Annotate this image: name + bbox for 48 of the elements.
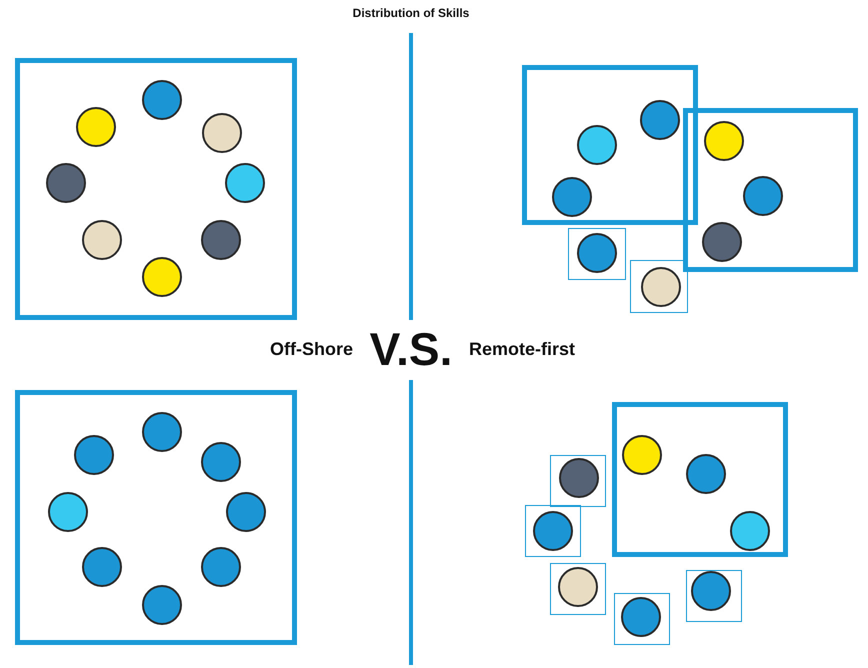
square-frame	[683, 108, 858, 272]
circle	[686, 454, 726, 494]
square-frame	[686, 570, 742, 622]
square-frame	[15, 390, 297, 645]
square-frame	[612, 402, 788, 557]
circle	[640, 100, 680, 140]
square-frame	[15, 58, 297, 320]
circle	[622, 435, 662, 475]
circle	[202, 113, 242, 153]
circle	[704, 121, 744, 161]
square-frame	[525, 505, 581, 557]
side-label: Remote-first	[469, 339, 576, 360]
circle	[552, 177, 592, 217]
circle	[142, 412, 182, 452]
circle	[690, 570, 730, 610]
circle	[743, 176, 783, 216]
circle	[640, 266, 680, 306]
circle	[558, 458, 598, 498]
circle	[142, 585, 182, 625]
circle	[702, 222, 742, 262]
circle	[46, 163, 86, 203]
circle	[576, 232, 616, 272]
circle	[82, 547, 122, 587]
title: Distribution of Skills	[352, 6, 470, 20]
circle	[577, 125, 617, 165]
square-frame	[630, 260, 688, 313]
circle	[48, 492, 88, 532]
circle	[225, 163, 265, 203]
circle	[201, 442, 241, 482]
circle	[226, 492, 266, 532]
circle	[532, 510, 572, 550]
square-frame	[550, 455, 606, 507]
square-frame	[522, 65, 698, 225]
circle	[76, 107, 116, 147]
circle	[82, 220, 122, 260]
circle	[142, 80, 182, 120]
circle	[620, 596, 660, 636]
versus-label: V.S.	[370, 322, 452, 376]
circle	[142, 257, 182, 297]
circle	[201, 220, 241, 260]
circle	[558, 566, 598, 606]
square-frame	[550, 563, 606, 615]
side-label: Off-Shore	[270, 339, 353, 360]
square-frame	[568, 228, 626, 280]
square-frame	[614, 593, 670, 645]
circle	[74, 435, 114, 475]
circle	[730, 511, 770, 551]
circle	[201, 547, 241, 587]
